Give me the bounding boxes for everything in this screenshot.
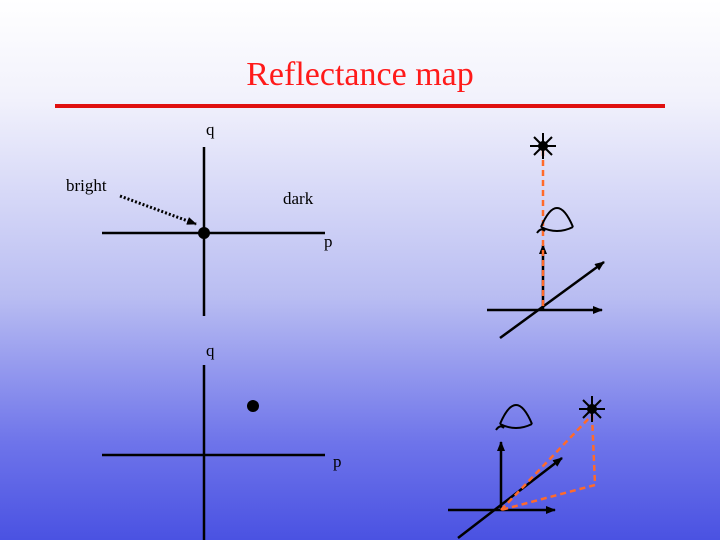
bottom-surface-sketch — [448, 396, 605, 539]
eye-icon — [536, 207, 574, 234]
bright-label: bright — [66, 176, 107, 195]
bottom-light-ray-vertical — [590, 414, 597, 486]
top-reflectance-plot — [102, 147, 325, 316]
bottom-p-axis-label: p — [333, 452, 342, 471]
dark-label: dark — [283, 189, 314, 208]
top-p-axis-label: p — [324, 232, 333, 251]
light-source-icon — [579, 396, 605, 422]
top-sketch-diagonal — [499, 260, 605, 340]
bottom-point — [247, 400, 259, 412]
bottom-q-axis-label: q — [206, 341, 215, 360]
bottom-sketch-diagonal — [457, 457, 563, 539]
bottom-light-ray-return — [500, 483, 596, 512]
bright-pointer-arrow — [119, 194, 197, 226]
bottom-reflectance-plot — [102, 365, 325, 540]
top-origin-point — [198, 227, 210, 239]
top-q-axis-label: q — [206, 120, 215, 139]
eye-icon — [495, 404, 533, 431]
slide-title: Reflectance map — [246, 56, 474, 93]
top-surface-sketch — [487, 133, 605, 340]
light-source-icon — [530, 133, 556, 159]
bottom-light-ray-diagonal — [500, 414, 593, 511]
